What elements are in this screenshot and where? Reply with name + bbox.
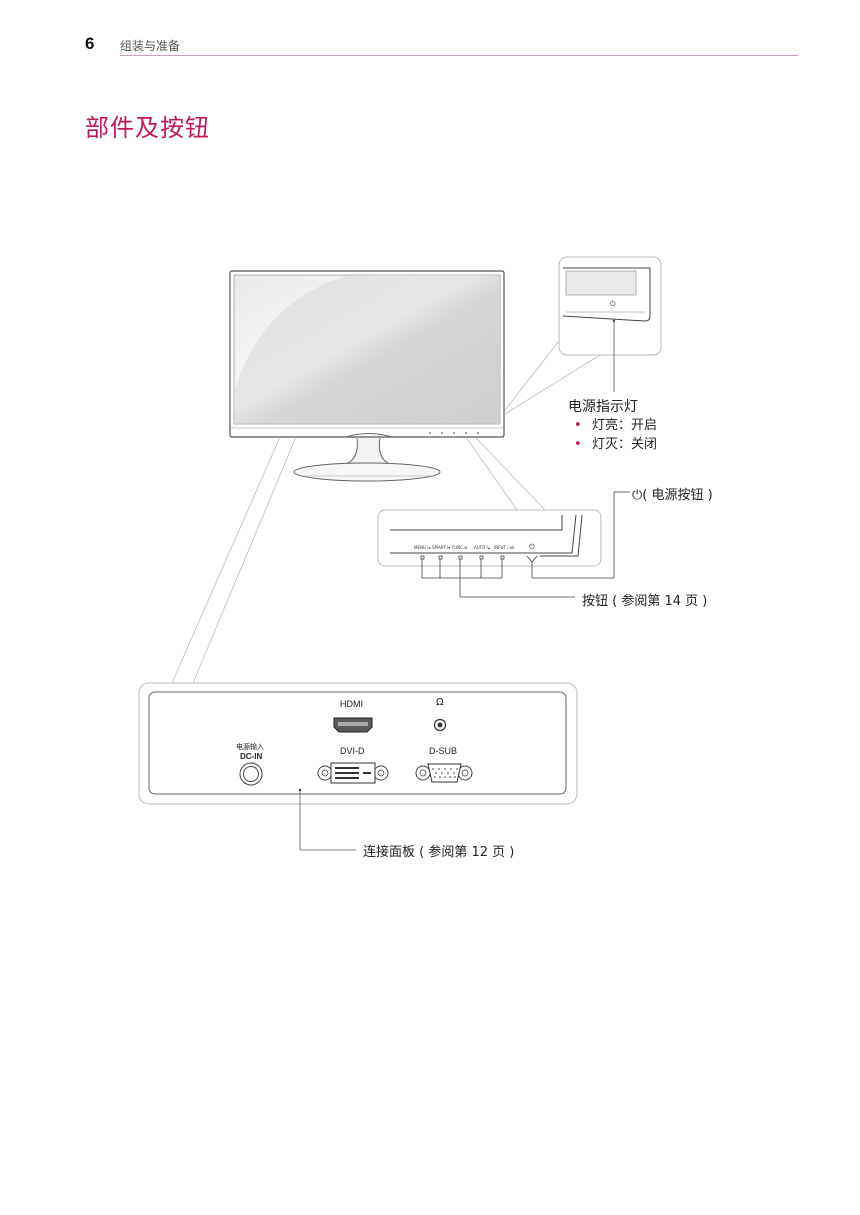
buttons-inset: MENU /◂ SMART /▾ FUNC /▸ AUTO /▴ INPUT /… <box>377 436 630 598</box>
button-leader-lines <box>420 491 630 598</box>
power-indicator-title: 电源指示灯 <box>568 399 638 415</box>
dc-in-label: DC-IN <box>240 752 263 761</box>
power-state-off-text: 灯灭：关闭 <box>592 437 658 452</box>
svg-text:⏻: ⏻ <box>529 543 535 551</box>
bullet-icon: • <box>574 418 582 433</box>
svg-text:FUNC /▸: FUNC /▸ <box>452 545 468 550</box>
monitor-front <box>229 270 505 482</box>
svg-text:INPUT / ok: INPUT / ok <box>494 545 515 550</box>
headphone-icon: Ω <box>436 697 444 708</box>
power-state-on: • 灯亮：开启 <box>568 416 657 435</box>
power-indicator-states: • 灯亮：开启 • 灯灭：关闭 <box>568 416 657 454</box>
power-state-on-text: 灯亮：开启 <box>592 418 658 433</box>
svg-text:SMART /▾: SMART /▾ <box>432 545 450 550</box>
power-button-callout: ⏻( 电源按钮 ) <box>632 484 713 503</box>
hdmi-label: HDMI <box>340 699 363 709</box>
connection-panel-callout: 连接面板 ( 参阅第 12 页 ) <box>363 845 515 860</box>
dsub-label: D-SUB <box>429 746 458 756</box>
buttons-callout: 按钮 ( 参阅第 14 页 ) <box>582 594 708 609</box>
section-title: 部件及按钮 <box>85 114 210 142</box>
svg-text:AUTO /▴: AUTO /▴ <box>474 545 490 550</box>
power-button-label: ( 电源按钮 ) <box>642 488 713 503</box>
running-head: 组装与准备 <box>120 39 181 53</box>
power-indicator-callout: 电源指示灯 • 灯亮：开启 • 灯灭：关闭 <box>568 396 657 454</box>
page-number: 6 <box>85 34 95 53</box>
front-button-dots <box>429 432 479 434</box>
svg-text:MENU /◂: MENU /◂ <box>414 545 431 550</box>
dvi-label: DVI-D <box>340 746 365 756</box>
dc-in-label-cn: 电源输入 <box>236 743 264 751</box>
header-rule <box>120 55 798 56</box>
bullet-icon: • <box>574 437 582 452</box>
power-led-inset: ⏻ <box>504 256 662 415</box>
svg-text:⏻: ⏻ <box>610 300 616 308</box>
power-icon: ⏻ <box>632 488 643 503</box>
power-state-off: • 灯灭：关闭 <box>568 435 657 454</box>
connection-panel-inset <box>138 436 578 851</box>
